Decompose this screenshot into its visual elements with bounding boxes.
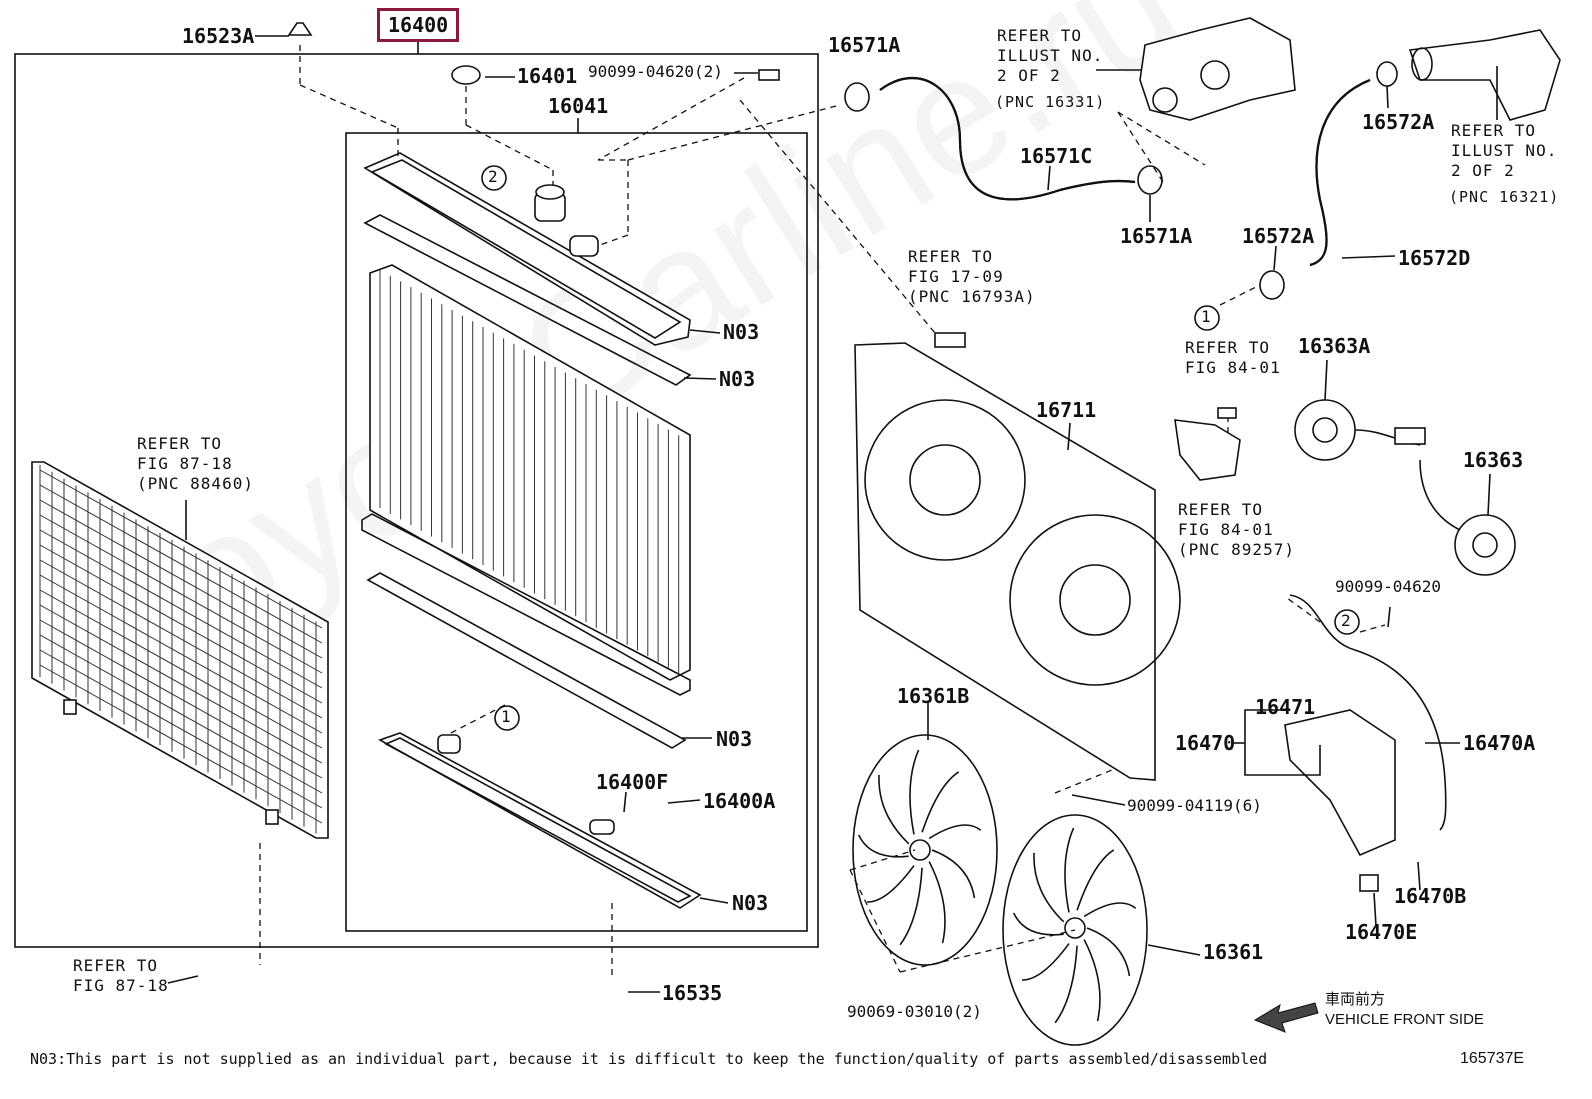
- label-16363[interactable]: 16363: [1463, 448, 1524, 472]
- label-16470[interactable]: 16470: [1175, 731, 1236, 755]
- label-16361[interactable]: 16361: [1203, 940, 1264, 964]
- label-90069-03010-2[interactable]: 90069-03010(2): [847, 1002, 982, 1021]
- label-n03-1[interactable]: N03: [723, 320, 760, 344]
- label-16400[interactable]: 16400: [376, 8, 460, 42]
- label-16572a-top[interactable]: 16572A: [1362, 110, 1435, 134]
- label-n03-4[interactable]: N03: [732, 891, 769, 915]
- fan-motor-16363a: [1294, 399, 1426, 461]
- ref-illust-16331: REFER TO ILLUST NO. 2 OF 2: [997, 26, 1104, 85]
- condenser: [31, 461, 329, 839]
- callout-1-right: 1: [1201, 307, 1211, 326]
- radiator-cap: [451, 65, 481, 85]
- assembly-16400-box: [14, 53, 819, 948]
- ref-illust-16331-pnc: (PNC 16331): [995, 93, 1106, 111]
- water-outlet-16331: [1139, 17, 1296, 121]
- callout-2-top: 2: [488, 167, 498, 186]
- radiator-upper-tank: [363, 152, 691, 346]
- label-16571a-bottom[interactable]: 16571A: [1120, 224, 1193, 248]
- label-16363a[interactable]: 16363A: [1298, 334, 1371, 358]
- label-16471[interactable]: 16471: [1255, 695, 1316, 719]
- radiator-lower-tank: [378, 732, 702, 909]
- seal-n03-upper: [363, 214, 692, 386]
- label-16470e[interactable]: 16470E: [1345, 920, 1418, 944]
- water-inlet-16321: [1408, 29, 1561, 121]
- label-16361b[interactable]: 16361B: [897, 684, 970, 708]
- seal-n03-lower: [366, 572, 687, 749]
- fan-motor-16363: [1419, 459, 1516, 576]
- label-16041[interactable]: 16041: [548, 94, 609, 118]
- label-16535[interactable]: 16535: [662, 981, 723, 1005]
- label-90099-04119-6[interactable]: 90099-04119(6): [1127, 796, 1262, 815]
- callout-1-lower: 1: [501, 707, 511, 726]
- label-16571a-top[interactable]: 16571A: [828, 33, 901, 57]
- vehicle-front-arrow: [1253, 1002, 1319, 1033]
- callout-2-right: 2: [1341, 611, 1351, 630]
- hose-16572d: [1309, 78, 1371, 267]
- label-16572d[interactable]: 16572D: [1398, 246, 1471, 270]
- ref-fig-17-09: REFER TO FIG 17-09 (PNC 16793A): [908, 247, 1036, 306]
- ref-fig-87-18-b: REFER TO FIG 87-18: [73, 956, 169, 995]
- vehicle-front-side-note: 車両前方 VEHICLE FRONT SIDE: [1325, 991, 1484, 1029]
- label-16571c[interactable]: 16571C: [1020, 144, 1093, 168]
- label-90099-04620-2[interactable]: 90099-04620(2): [588, 62, 723, 81]
- label-16400a[interactable]: 16400A: [703, 789, 776, 813]
- n03-footnote: N03:This part is not supplied as an indi…: [30, 1050, 1268, 1068]
- label-16400f[interactable]: 16400F: [596, 770, 669, 794]
- ref-illust-16321: REFER TO ILLUST NO. 2 OF 2: [1451, 121, 1558, 180]
- fan-16361: [1002, 814, 1148, 1046]
- ref-illust-16321-pnc: (PNC 16321): [1449, 188, 1560, 206]
- fan-shroud: [854, 332, 1181, 781]
- ref-fig-87-18-a: REFER TO FIG 87-18 (PNC 88460): [137, 434, 254, 493]
- reservoir-16470: [1284, 594, 1447, 892]
- label-16470b[interactable]: 16470B: [1394, 884, 1467, 908]
- radiator-16041-box: [345, 132, 808, 932]
- label-16401[interactable]: 16401: [517, 64, 578, 88]
- ref-fig-84-01-b: REFER TO FIG 84-01 (PNC 89257): [1178, 500, 1295, 559]
- label-16523a[interactable]: 16523A: [182, 24, 255, 48]
- fan-relay: [1174, 407, 1241, 481]
- label-16470a[interactable]: 16470A: [1463, 731, 1536, 755]
- label-16711[interactable]: 16711: [1036, 398, 1097, 422]
- ref-fig-84-01-a: REFER TO FIG 84-01: [1185, 338, 1281, 377]
- label-16572a-mid[interactable]: 16572A: [1242, 224, 1315, 248]
- fan-16361b: [852, 734, 998, 966]
- label-90099-04620[interactable]: 90099-04620: [1335, 577, 1441, 596]
- radiator-core: [361, 264, 691, 696]
- label-n03-2[interactable]: N03: [719, 367, 756, 391]
- label-n03-3[interactable]: N03: [716, 727, 753, 751]
- illustration-code: 165737E: [1460, 1050, 1525, 1067]
